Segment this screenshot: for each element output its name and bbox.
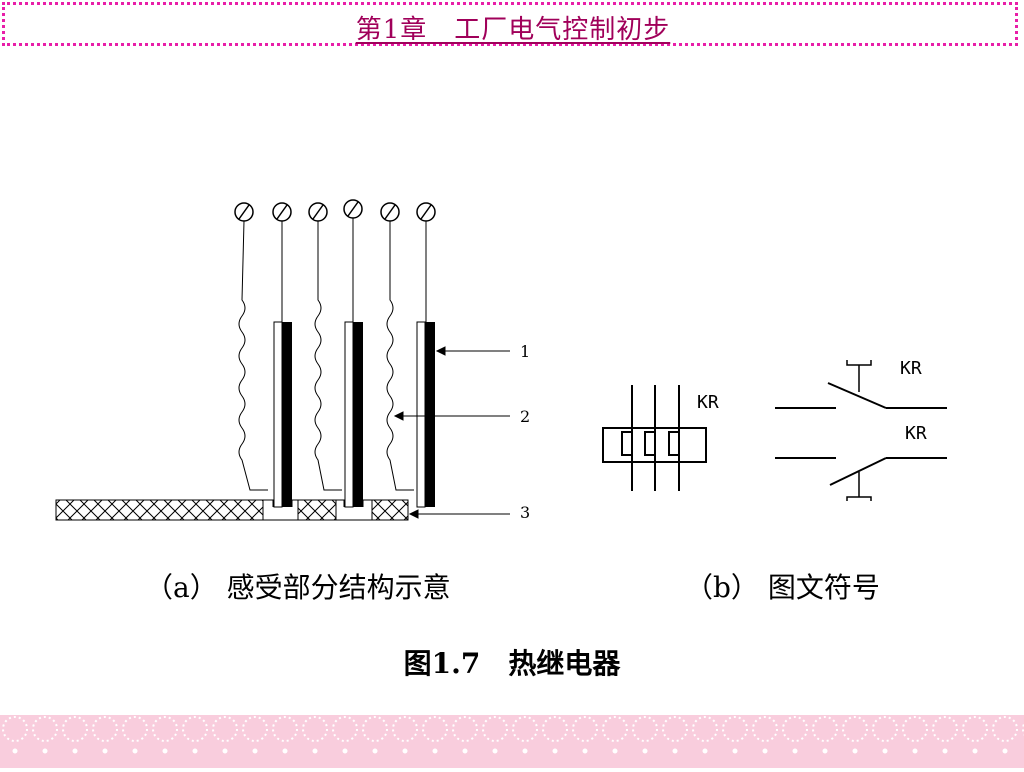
lead-wires: [238, 218, 427, 491]
callout-2: 2: [520, 407, 530, 426]
no-contact-symbol: [775, 457, 947, 501]
guide-plate: [55, 499, 409, 521]
terminal-screws: [234, 199, 436, 222]
callout-1: 1: [520, 342, 530, 361]
callout-3: 3: [520, 503, 530, 522]
callout-arrows: [393, 346, 510, 519]
chapter-title: 第1章 工厂电气控制初步: [355, 15, 671, 45]
figure-caption: 图1.7 热继电器: [403, 647, 621, 680]
contact-label-kr-top: KR: [900, 358, 922, 379]
symbol-label-kr: KR: [697, 392, 719, 413]
heating-element-symbol: [602, 385, 707, 491]
footer-lace-pattern: [2, 716, 1024, 754]
header-frame: 第1章 工厂电气控制初步: [2, 2, 1018, 46]
footer-lace-band: [0, 715, 1024, 768]
contact-label-kr-bottom: KR: [905, 423, 927, 444]
structure-sketch: [55, 199, 510, 521]
caption-b: （b） 图文符号: [685, 571, 880, 604]
caption-a: （a） 感受部分结构示意: [145, 571, 451, 604]
nc-contact-symbol: [775, 360, 947, 409]
bimetal-strips: [273, 321, 435, 508]
